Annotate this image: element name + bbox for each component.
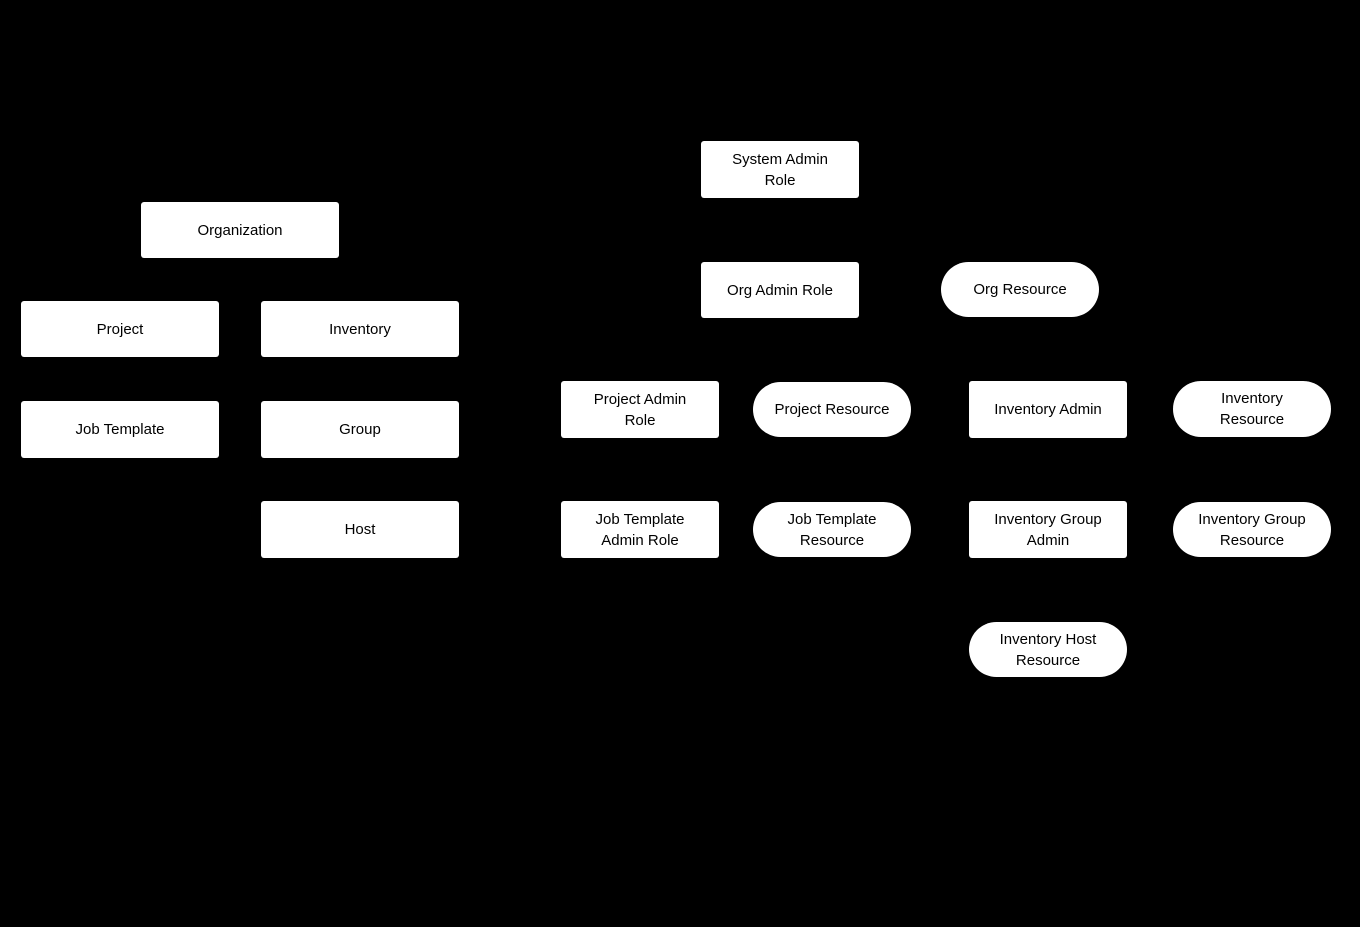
node-inventory-admin-label: Inventory Admin: [994, 401, 1102, 418]
node-job-template-label: Job Template: [75, 421, 165, 438]
node-org-resource-label: Org Resource: [973, 281, 1067, 298]
node-org-admin-role: Org Admin Role: [701, 262, 859, 318]
node-job-template: Job Template: [21, 401, 219, 458]
node-host: Host: [261, 501, 459, 558]
node-inventory-resource: Inventory Resource: [1173, 381, 1331, 437]
node-organization: Organization: [141, 202, 339, 258]
node-job-template-resource: Job Template Resource: [753, 502, 911, 557]
node-project: Project: [21, 301, 219, 357]
node-org-resource: Org Resource: [941, 262, 1099, 317]
node-group-label: Group: [339, 421, 381, 438]
node-project-resource-label: Project Resource: [774, 401, 890, 418]
node-host-label: Host: [344, 521, 376, 538]
node-group: Group: [261, 401, 459, 458]
node-inventory-resource-label: Inventory Resource: [1219, 390, 1285, 428]
node-inventory-admin: Inventory Admin: [969, 381, 1127, 438]
node-system-admin-role-label: System Admin Role: [732, 150, 828, 189]
node-inventory-group-resource: Inventory Group Resource: [1173, 502, 1331, 557]
node-inventory-label: Inventory: [329, 320, 391, 338]
node-inventory-group-admin-label: Inventory Group Admin: [994, 510, 1102, 549]
node-project-label: Project: [96, 320, 144, 338]
node-inventory-group-admin: Inventory Group Admin: [969, 501, 1127, 558]
node-inventory-host-resource: Inventory Host Resource: [969, 622, 1127, 677]
node-project-admin-role-label: Project Admin Role: [593, 390, 687, 429]
node-org-admin-role-label: Org Admin Role: [727, 281, 833, 299]
node-organization-label: Organization: [197, 221, 283, 239]
node-system-admin-role: System Admin Role: [701, 141, 859, 198]
node-job-template-admin-role-label: Job Template Admin Role: [595, 510, 685, 549]
node-project-admin-role: Project Admin Role: [561, 381, 719, 438]
node-job-template-resource-label: Job Template Resource: [787, 510, 877, 549]
node-inventory-group-resource-label: Inventory Group Resource: [1198, 510, 1306, 549]
node-inventory-host-resource-label: Inventory Host Resource: [999, 630, 1097, 669]
node-inventory: Inventory: [261, 301, 459, 357]
node-job-template-admin-role: Job Template Admin Role: [561, 501, 719, 558]
node-project-resource: Project Resource: [753, 382, 911, 437]
